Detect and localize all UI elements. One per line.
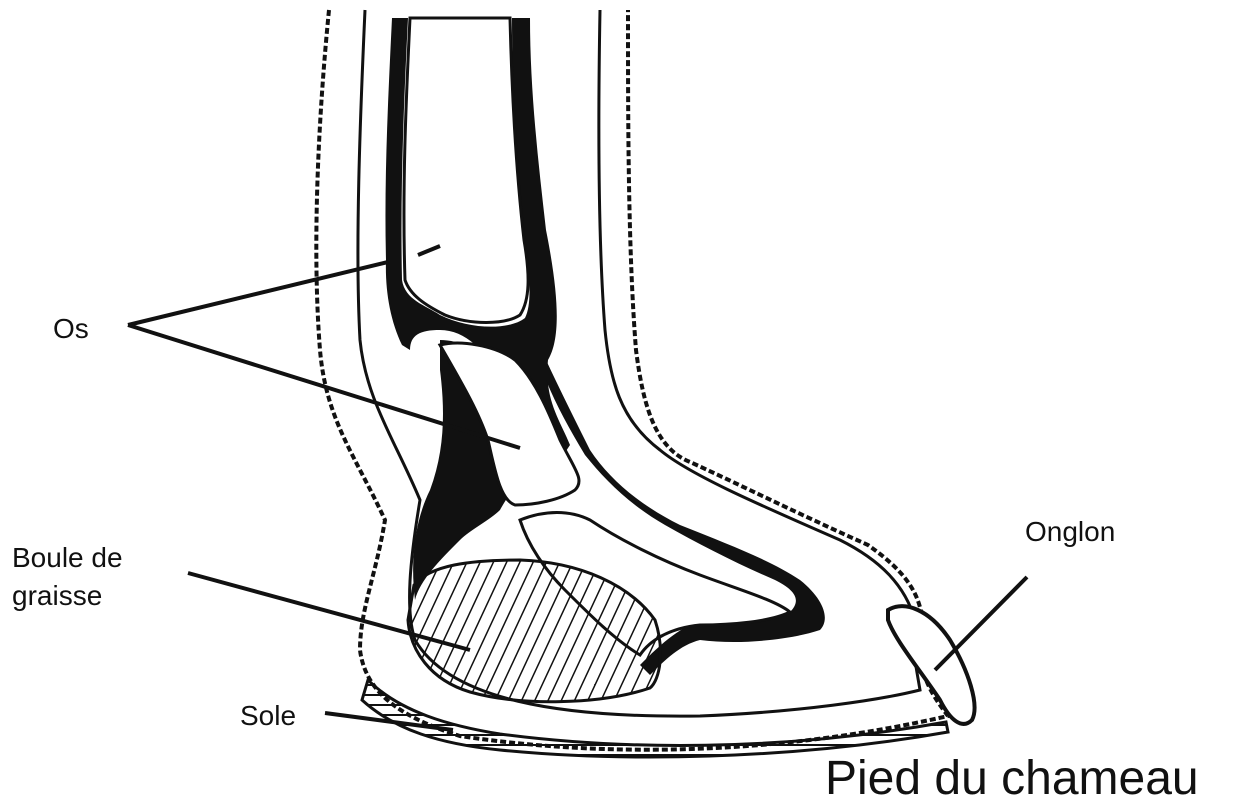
bone-label: Os bbox=[53, 312, 89, 346]
fat-pad-label-line1: Boule de bbox=[12, 541, 123, 575]
sole-label: Sole bbox=[240, 699, 296, 733]
upper-bone bbox=[404, 18, 528, 323]
nail-leader bbox=[935, 577, 1027, 670]
nail bbox=[888, 606, 975, 724]
nail-label: Onglon bbox=[1025, 515, 1115, 549]
sole bbox=[362, 680, 948, 757]
figure-caption: Pied du chameau bbox=[825, 753, 1199, 805]
fat-pad-label-line2: graisse bbox=[12, 579, 102, 613]
bone-leader-upper bbox=[128, 262, 388, 325]
